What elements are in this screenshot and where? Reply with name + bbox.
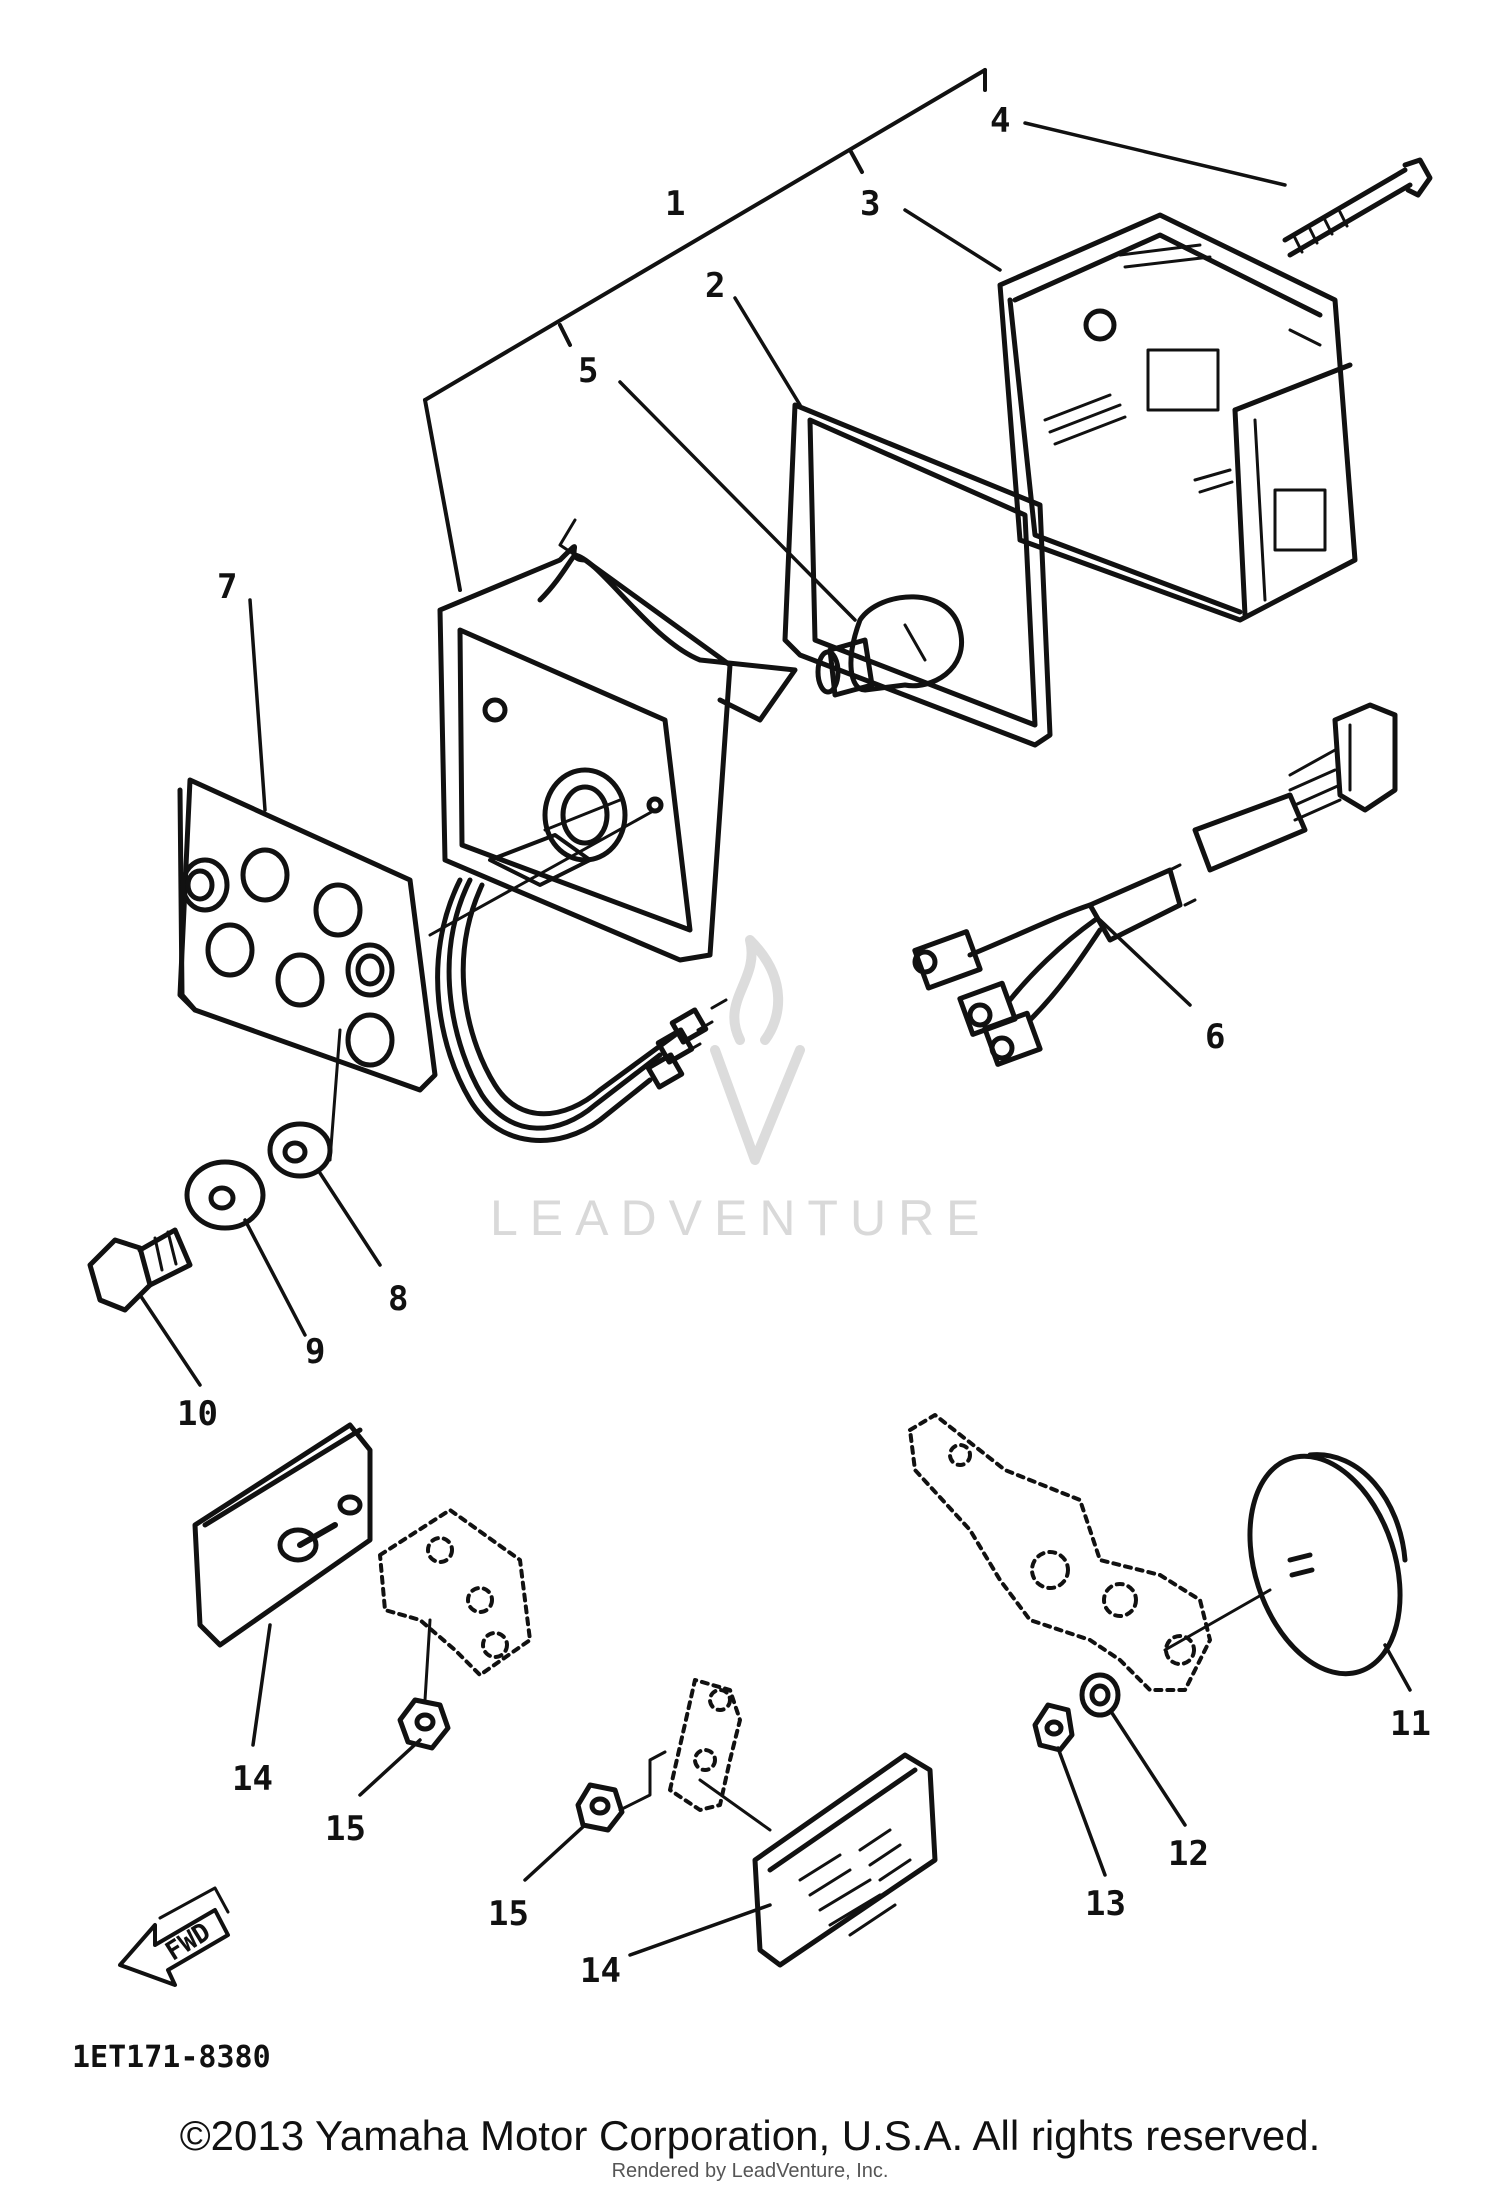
round-reflector-part-11 <box>1163 1452 1408 1677</box>
callout-8: 8 <box>388 1279 408 1319</box>
callout-1: 1 <box>665 184 685 224</box>
nut-part-15-lower <box>575 1750 667 1833</box>
gasket-part-2 <box>782 402 1053 748</box>
callout-11: 11 <box>1390 1704 1431 1744</box>
lens-housing-part-3 <box>997 212 1358 623</box>
copyright-notice: ©2013 Yamaha Motor Corporation, U.S.A. A… <box>179 2112 1321 2159</box>
callout-13: 13 <box>1085 1884 1126 1924</box>
washer-part-8 <box>267 1028 342 1179</box>
bolt-part-10 <box>87 1227 193 1313</box>
long-screw-part-4 <box>1282 157 1433 258</box>
leader-lines <box>138 121 1412 1957</box>
callout-2: 2 <box>705 266 725 306</box>
nut-part-13 <box>1032 1702 1075 1753</box>
callout-3: 3 <box>860 184 880 224</box>
callout-10: 10 <box>177 1394 218 1434</box>
callout-5: 5 <box>578 351 598 391</box>
wire-harness-part-6 <box>912 702 1398 1067</box>
reflector-part-14-lower <box>698 1752 938 1968</box>
callout-9: 9 <box>305 1332 325 1372</box>
bulb-part-5 <box>815 594 965 698</box>
nut-part-15-upper <box>397 1618 451 1751</box>
callout-15-lower: 15 <box>488 1894 529 1934</box>
callout-7: 7 <box>217 567 237 607</box>
cover-plate-part-7 <box>177 777 657 1093</box>
callout-6: 6 <box>1205 1017 1225 1057</box>
washer-part-12 <box>1079 1672 1121 1718</box>
assembly-bracket <box>423 68 987 592</box>
diagram-code: 1ET171-8380 <box>72 2040 271 2075</box>
mount-bracket-upper <box>378 1508 532 1677</box>
reflector-part-14-upper <box>192 1422 373 1648</box>
watermark-text: LEADVENTURE <box>490 1190 992 1246</box>
mount-bracket-lower <box>668 1678 742 1812</box>
fwd-label: FWD <box>160 1917 216 1967</box>
callout-12: 12 <box>1168 1834 1209 1874</box>
washer-part-9 <box>184 1159 266 1231</box>
rear-bracket <box>908 1413 1212 1692</box>
callout-15-upper: 15 <box>325 1809 366 1849</box>
callout-14-upper: 14 <box>232 1759 273 1799</box>
rendered-by-note: Rendered by LeadVenture, Inc. <box>611 2160 889 2182</box>
watermark-logo-icon <box>710 935 805 1165</box>
callout-4: 4 <box>990 101 1010 141</box>
fwd-arrow-icon <box>118 1886 230 1987</box>
callout-14-lower: 14 <box>580 1951 621 1991</box>
